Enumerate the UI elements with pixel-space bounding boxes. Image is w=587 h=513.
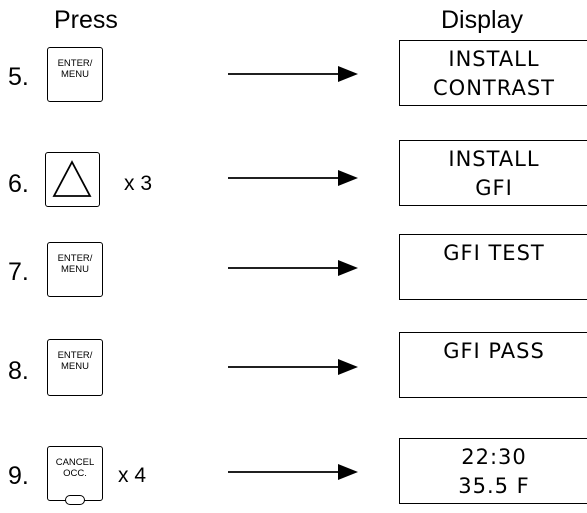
lcd-display: 22:30 35.5 F — [399, 438, 587, 504]
step-number: 8. — [8, 357, 29, 385]
key-label: MENU — [61, 264, 89, 275]
display-line: 35.5 F — [458, 474, 530, 498]
press-multiplier: x 4 — [118, 464, 147, 487]
arrow-icon — [228, 260, 358, 276]
key-label: OCC. — [63, 468, 87, 479]
cancel-occ-key[interactable]: CANCEL OCC. — [47, 446, 103, 501]
arrow-icon — [228, 464, 358, 480]
lcd-display: INSTALL GFI — [399, 140, 587, 206]
display-line: GFI PASS — [443, 339, 545, 363]
arrow-icon — [228, 359, 358, 375]
lcd-display: GFI PASS — [399, 332, 587, 398]
key-label: CANCEL — [55, 457, 95, 468]
press-multiplier: x 3 — [124, 172, 153, 195]
arrow-icon — [228, 170, 358, 186]
up-arrow-key[interactable] — [45, 152, 100, 207]
key-label: ENTER/ — [57, 253, 93, 264]
enter-menu-key[interactable]: ENTER/ MENU — [47, 47, 103, 102]
up-triangle-icon — [52, 160, 92, 197]
step-number: 9. — [8, 462, 29, 490]
arrow-icon — [228, 66, 358, 82]
key-label: ENTER/ — [57, 58, 93, 69]
step-number: 6. — [8, 170, 29, 198]
enter-menu-key[interactable]: ENTER/ MENU — [47, 242, 103, 297]
key-label: MENU — [61, 361, 89, 372]
lcd-display: INSTALL CONTRAST — [399, 40, 587, 106]
display-line: INSTALL — [448, 47, 540, 71]
display-line: GFI — [475, 176, 513, 200]
display-line — [400, 268, 587, 297]
key-label: MENU — [61, 69, 89, 80]
display-line: INSTALL — [448, 147, 540, 171]
step-number: 5. — [8, 63, 29, 91]
enter-menu-key[interactable]: ENTER/ MENU — [47, 339, 103, 396]
display-line: 22:30 — [461, 445, 527, 469]
step-number: 7. — [8, 258, 29, 286]
key-tab-icon — [65, 495, 85, 505]
display-header: Display — [441, 6, 523, 34]
display-line: CONTRAST — [433, 76, 555, 100]
display-line: GFI TEST — [443, 241, 545, 265]
key-label: ENTER/ — [57, 350, 93, 361]
lcd-display: GFI TEST — [399, 234, 587, 300]
display-line — [400, 366, 587, 395]
press-header: Press — [54, 6, 118, 34]
